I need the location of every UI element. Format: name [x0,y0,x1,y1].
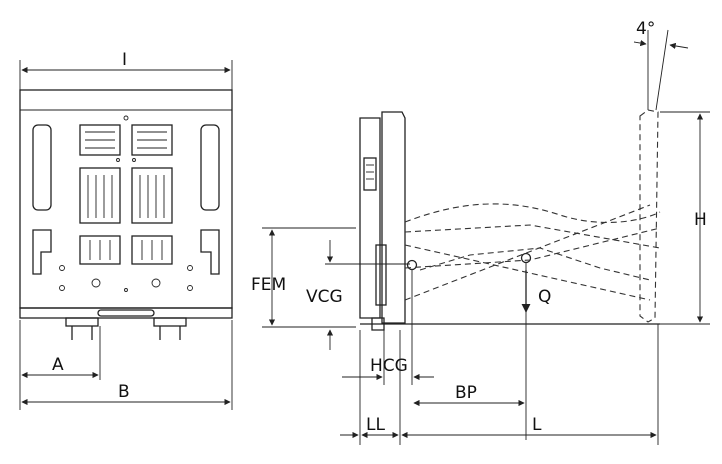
upper-scissor-arm [404,224,661,249]
right-fork-block [153,317,187,327]
front-view: I A B [19,50,233,410]
label-bp: BP [455,383,477,403]
lower-scissor-arm [404,227,661,269]
label-vcg: VCG [306,287,343,307]
right-slot [200,124,220,211]
base-slot [97,309,155,317]
label-q: Q [538,287,551,307]
pusher-plate [639,109,659,323]
left-lower-slot [32,229,52,275]
mast-outer [381,111,406,324]
center-windows [79,124,173,265]
scissor-upper-curve [404,203,661,223]
left-fork-block [65,317,99,327]
label-l: L [532,415,542,435]
diag-arm-2 [404,204,651,301]
hcg-pivot [406,259,418,271]
label-tilt-angle: 4° [636,19,655,39]
lower-bracket [375,244,387,306]
label-fem: FEM [251,275,286,295]
scissor-lower-curve [419,247,651,281]
label-h: H [694,210,707,230]
label-hcg: HCG [370,356,408,376]
mounting-holes [59,115,193,292]
front-plate [19,89,233,309]
label-ll: LL [366,415,385,435]
mast-inner [359,117,381,319]
right-lower-slot [200,229,220,275]
cylinder [363,157,377,191]
diag-arm-1 [404,244,651,301]
left-slot [32,124,52,211]
label-a: A [52,355,64,375]
label-i: I [122,50,127,70]
label-b: B [118,382,130,402]
q-pivot [520,252,532,264]
fork-base [19,307,233,319]
side-view: 4° H FEM VCG Q HCG BP [251,19,710,445]
